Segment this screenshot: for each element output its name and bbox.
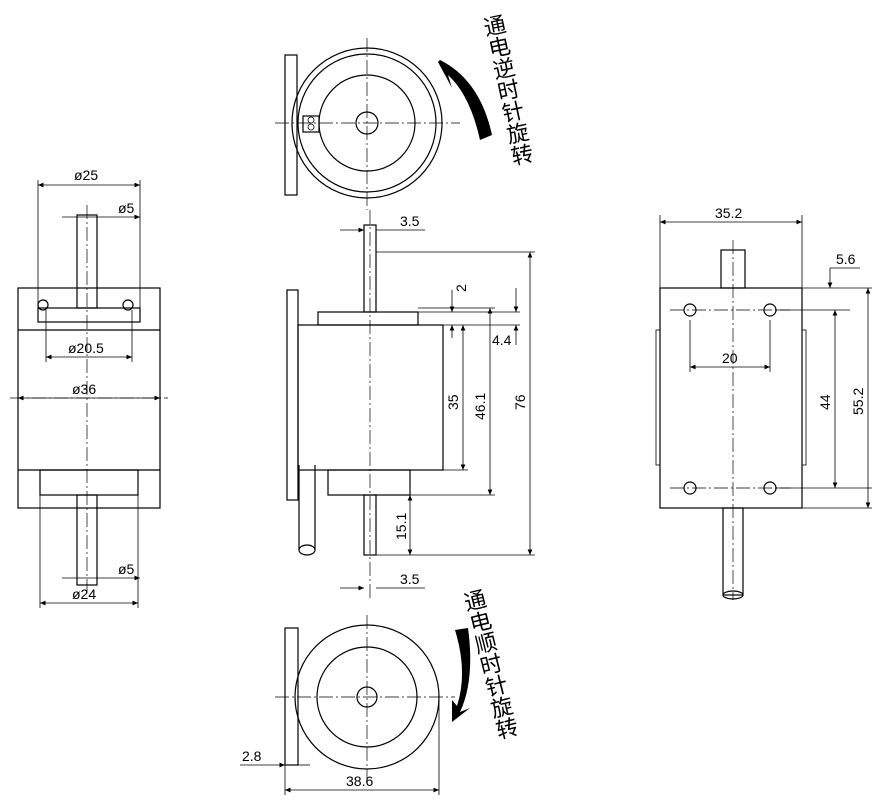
dim-shaft-bottom: ø5: [118, 561, 135, 577]
ccw-arrow-icon: [438, 60, 492, 140]
dim-2-8: 2.8: [242, 748, 262, 764]
top-view: 通电逆时针旋转: [275, 12, 535, 210]
dim-15-1: 15.1: [393, 513, 409, 540]
dim-38-6: 38.6: [346, 773, 373, 789]
cw-arrow-icon: [452, 628, 471, 722]
dim-shaft-bottom: 3.5: [400, 571, 420, 587]
dim-44: 44: [817, 394, 833, 410]
dim-55-2: 55.2: [850, 388, 866, 415]
bottom-view: 通电顺时针旋转 2.8 38.6: [240, 587, 520, 795]
right-view: 35.2 20 44 55.2 5.6: [655, 205, 872, 600]
dim-20: 20: [722, 350, 738, 366]
dim-46-1: 46.1: [472, 393, 488, 420]
dim-d24: ø24: [72, 586, 96, 602]
dim-shaft-top: ø5: [118, 200, 135, 216]
left-view: ø25 ø5 ø20.5 ø36 ø5 ø24: [10, 167, 168, 608]
dim-76: 76: [512, 394, 528, 410]
dim-d20-5: ø20.5: [68, 340, 104, 356]
dim-4-4: 4.4: [492, 332, 512, 348]
dim-35-2: 35.2: [715, 205, 742, 221]
dim-d36: ø36: [72, 381, 96, 397]
dim-shaft-top: 3.5: [400, 213, 420, 229]
dim-35: 35: [445, 394, 461, 410]
ccw-label: 通电逆时针旋转: [478, 12, 536, 168]
dim-d25: ø25: [74, 167, 98, 183]
dim-2: 2: [453, 284, 469, 292]
side-view: 3.5 76 46.1 35 2 4.4 15.1 3.5: [286, 210, 535, 600]
dim-5-6: 5.6: [836, 251, 856, 267]
